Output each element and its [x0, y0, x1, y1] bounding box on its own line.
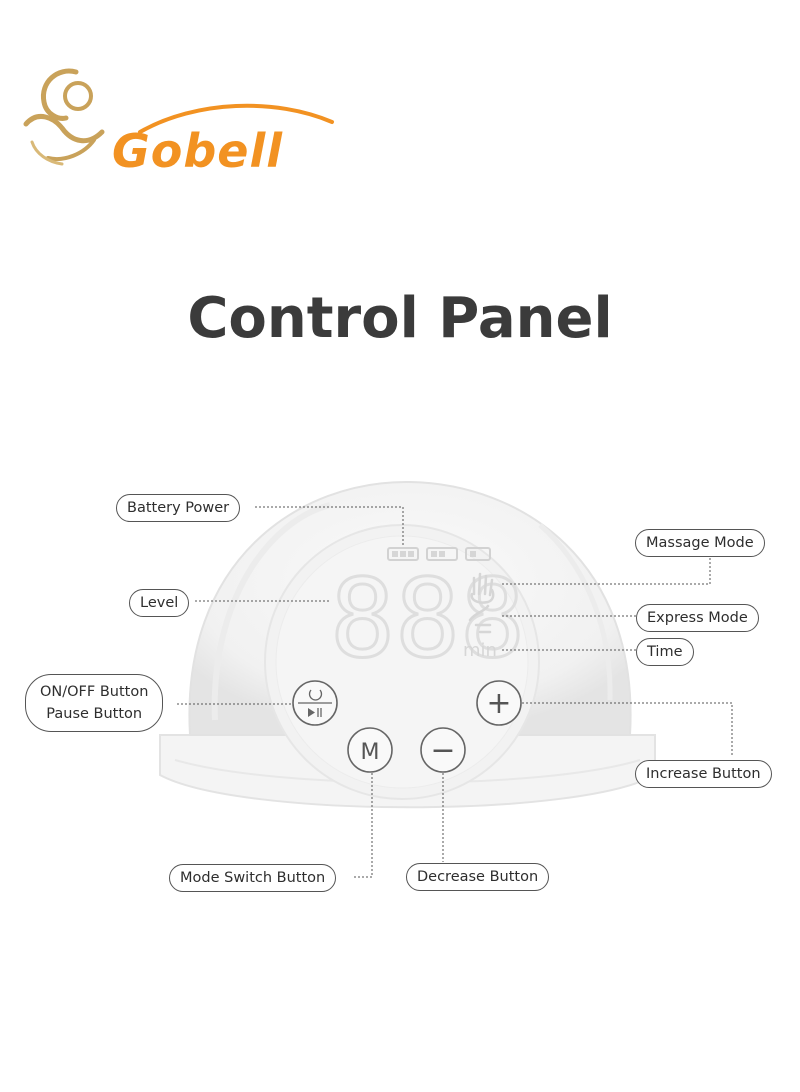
callout-battery-power: Battery Power [116, 494, 241, 522]
minus-icon: − [430, 733, 455, 768]
mode-button[interactable]: M [347, 727, 393, 773]
decrease-button[interactable]: − [420, 727, 466, 773]
callout-onoff-pause: ON/OFF Button Pause Button [25, 674, 164, 732]
plus-icon: + [486, 686, 511, 721]
callout-onoff-line1: ON/OFF Button [40, 684, 149, 700]
express-drop-icon [468, 604, 492, 634]
callout-increase-button: Increase Button [635, 760, 772, 788]
power-icon [308, 689, 323, 701]
brand-name: Gobell [112, 124, 284, 178]
brand-arc-icon [138, 103, 334, 134]
callout-massage-mode: Massage Mode [635, 529, 765, 557]
level-digits: 888 [330, 557, 525, 682]
callout-time: Time [636, 638, 694, 666]
time-unit: min [463, 640, 497, 661]
power-pause-button[interactable] [292, 680, 338, 726]
callout-decrease-button: Decrease Button [406, 863, 550, 891]
page-title: Control Panel [187, 286, 613, 351]
mode-label: M [361, 740, 380, 765]
brand-logo [18, 62, 338, 182]
increase-button[interactable]: + [476, 680, 522, 726]
callout-level: Level [129, 589, 190, 617]
callout-onoff-line2: Pause Button [46, 706, 143, 722]
play-pause-icon [308, 708, 315, 717]
callout-express-mode: Express Mode [636, 604, 759, 632]
callout-mode-switch-button: Mode Switch Button [169, 864, 337, 892]
massage-hand-icon [470, 572, 495, 604]
leader-lines [177, 506, 733, 878]
mother-and-baby-icon [23, 68, 105, 166]
battery-icon [387, 547, 491, 561]
